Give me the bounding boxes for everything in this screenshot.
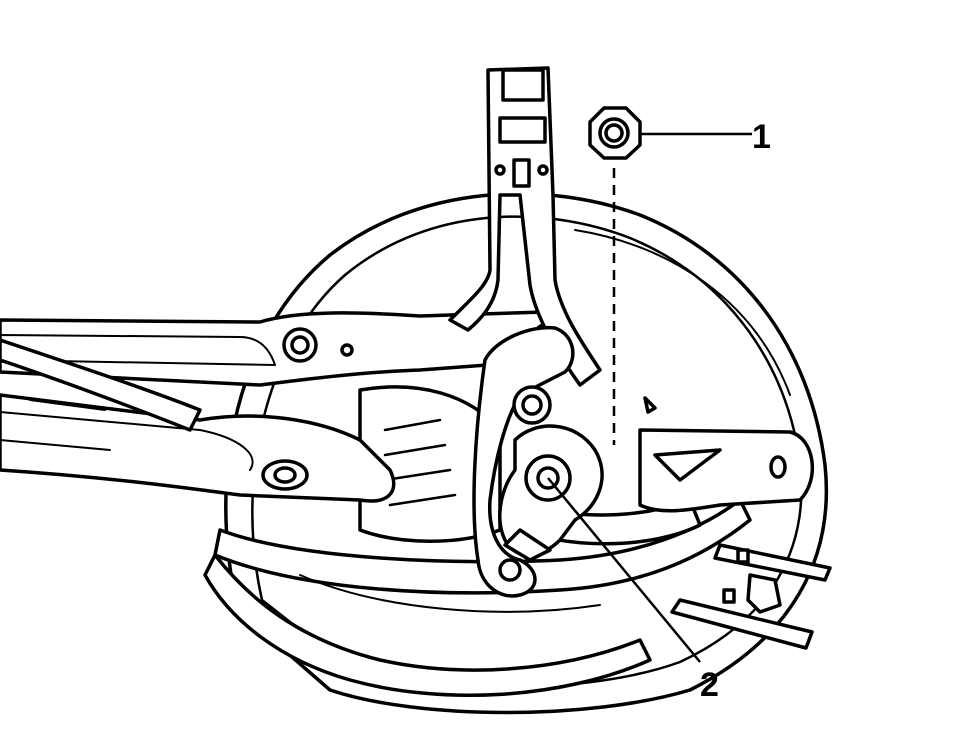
- hex-nut: [588, 106, 642, 160]
- leader-lines: [547, 132, 752, 663]
- callout-2-label: 2: [700, 666, 719, 704]
- diagonal-arm: [0, 338, 202, 432]
- callout-1-label: 1: [752, 118, 771, 156]
- brake-cable: [670, 543, 832, 650]
- lower-control-arm: [0, 393, 396, 503]
- leader-line-2: [547, 477, 701, 663]
- brake-shoe: [203, 498, 752, 698]
- cable-bracket: [638, 396, 815, 513]
- vertical-bracket: [448, 66, 602, 387]
- adjusting-lever: [472, 325, 575, 598]
